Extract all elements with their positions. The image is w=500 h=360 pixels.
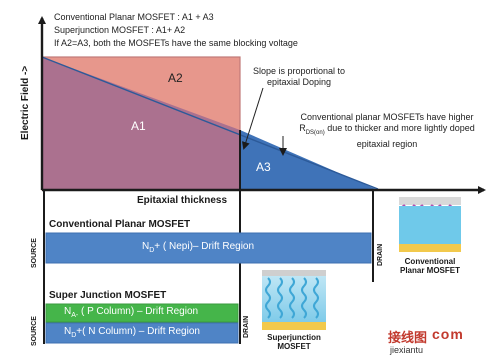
sj-p-sub: A- [71, 312, 79, 319]
sj-p-column-label: NA- ( P Column) – Drift Region [64, 306, 198, 319]
sj-n-sub: D [71, 332, 77, 339]
area-a1 [42, 57, 240, 190]
conventional-source-label: SOURCE [31, 238, 38, 268]
sj-n-rest: +( N Column) – Drift Region [76, 326, 200, 337]
rds-annotation: Conventional planar MOSFETs have higher … [282, 112, 492, 150]
superjunction-title: Super Junction MOSFET [49, 290, 167, 301]
conventional-title: Conventional Planar MOSFET [49, 219, 191, 230]
rds-symbol: R [299, 123, 306, 133]
sj-p-column-bar [45, 303, 239, 323]
sj-p-rest: ( P Column) – Drift Region [78, 306, 199, 317]
conv-drift-n: N [142, 241, 150, 252]
sj-n-column-label: ND+( N Column) – Drift Region [64, 326, 200, 339]
sj-p-n: N [64, 306, 72, 317]
superjunction-caption-line2: MOSFET [277, 342, 311, 351]
slope-annotation: Slope is proportional to epitaxial Dopin… [247, 66, 351, 88]
superjunction-drain-label: DRAIN [243, 315, 250, 338]
conventional-mosfet-illustration [399, 197, 461, 252]
superjunction-mosfet-illustration [262, 270, 326, 330]
slope-annotation-line1: Slope is proportional to [252, 66, 346, 76]
conventional-drain-label: DRAIN [377, 243, 384, 266]
conventional-caption: Conventional Planar MOSFET [398, 257, 462, 275]
note-conventional-formula: Conventional Planar MOSFET : A1 + A3 [54, 12, 214, 22]
watermark-url: jiexiantu [390, 345, 424, 355]
label-a3: A3 [256, 160, 271, 174]
conv-drift-sub: D [149, 247, 155, 254]
rds-annotation-line3: epitaxial region [356, 138, 418, 149]
superjunction-caption-line1: Superjunction [267, 333, 321, 342]
sj-n-column-bar [45, 322, 239, 344]
sj-n-n: N [64, 326, 72, 337]
superjunction-source-label: SOURCE [31, 316, 38, 346]
watermark-cn: 接线图 [388, 330, 428, 345]
rds-annotation-line1: Conventional planar MOSFETs have higher [300, 112, 474, 122]
y-axis-label: Electric Field -> [20, 65, 31, 140]
slope-annotation-line2: epitaxial Doping [266, 77, 332, 87]
x-axis-label: Epitaxial thickness [137, 195, 228, 206]
note-superjunction-formula: Superjunction MOSFET : A1+ A2 [54, 25, 186, 35]
superjunction-caption: Superjunction MOSFET [262, 333, 326, 351]
label-a1: A1 [131, 119, 146, 133]
conv-drift-rest: + ( Nepi)– Drift Region [154, 241, 255, 252]
note-blocking-voltage: If A2=A3, both the MOSFETs have the same… [54, 38, 298, 48]
rds-subscript: DS(on) [305, 129, 325, 136]
conventional-caption-line1: Conventional [404, 257, 456, 266]
conventional-caption-line2: Planar MOSFET [399, 266, 460, 275]
rds-suffix: due to thicker and more lightly doped [324, 123, 475, 133]
rds-annotation-line2: RDS(on) due to thicker and more lightly … [282, 123, 492, 139]
watermark-com: com [432, 326, 464, 342]
conventional-drift-label: ND+ ( Nepi)– Drift Region [142, 241, 254, 254]
label-a2: A2 [168, 71, 183, 85]
conv-drift-bar [45, 232, 372, 264]
